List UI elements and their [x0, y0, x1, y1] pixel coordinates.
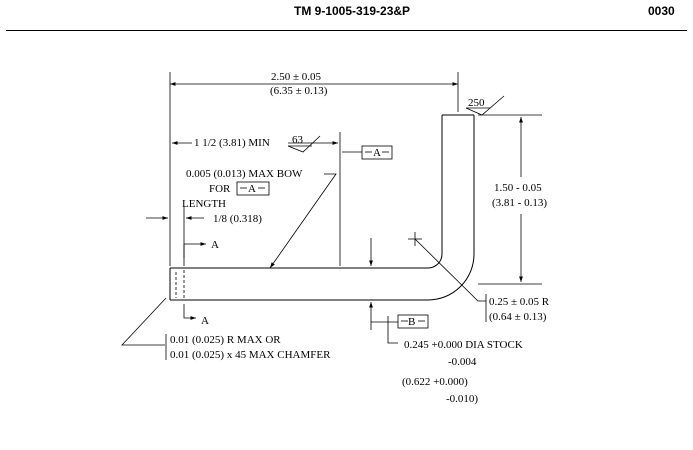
height-dimension: 1.50 - 0.05 (3.81 - 0.13): [478, 114, 547, 285]
stock-metric-label: (0.622 +0.000): [402, 376, 468, 388]
section-a-top-label: A: [211, 239, 219, 251]
radius-callout: 0.25 ± 0.05 R (0.64 ± 0.13): [408, 232, 550, 323]
finish-63-symbol: 63: [287, 134, 321, 153]
radius-metric-label: (0.64 ± 0.13): [489, 311, 547, 323]
max-bow-callout: 0.005 (0.013) MAX BOW FOR A LENGTH: [182, 168, 337, 269]
eighth-dimension: 1/8 (0.318): [146, 206, 262, 266]
header-rule: [6, 30, 687, 31]
overall-length-label: 2.50 ± 0.05: [271, 71, 322, 83]
eighth-label: 1/8 (0.318): [213, 213, 262, 225]
chamfer-label: 0.01 (0.025) x 45 MAX CHAMFER: [170, 349, 331, 361]
datum-b-stock-callout: B 0.245 +0.000 DIA STOCK -0.004 (0.622 +…: [369, 302, 523, 405]
section-a-bottom-label: A: [201, 315, 209, 327]
for-label: FOR: [209, 183, 231, 195]
overall-length-metric-label: (6.35 ± 0.13): [270, 85, 328, 97]
height-label: 1.50 - 0.05: [494, 182, 542, 194]
for-datum-label: A: [248, 183, 256, 195]
document-title: TM 9-1005-319-23&P: [294, 4, 411, 18]
height-metric-label: (3.81 - 0.13): [492, 197, 547, 209]
finish-250-label: 250: [468, 97, 485, 109]
min-length-dimension: 1 1/2 (3.81) MIN: [172, 132, 341, 266]
edge-radius-label: 0.01 (0.025) R MAX OR: [170, 334, 281, 346]
stock-dia-tol-label: -0.004: [448, 356, 477, 368]
page-number: 0030: [648, 4, 675, 18]
overall-length-dimension: 2.50 ± 0.05 (6.35 ± 0.13): [169, 71, 459, 266]
rod-outline: [169, 114, 475, 301]
stock-metric-tol-label: -0.010): [446, 393, 478, 405]
radius-label: 0.25 ± 0.05 R: [489, 296, 550, 308]
section-a-markers: A A: [183, 239, 219, 327]
stock-dia-label: 0.245 +0.000 DIA STOCK: [404, 339, 523, 351]
length-label: LENGTH: [182, 198, 226, 210]
chamfer-callout: 0.01 (0.025) R MAX OR 0.01 (0.025) x 45 …: [121, 297, 331, 361]
min-length-label: 1 1/2 (3.81) MIN: [194, 137, 270, 149]
datum-a-frame: A: [342, 145, 393, 160]
finish-250-symbol: 250: [465, 95, 505, 116]
datum-b-label: B: [408, 316, 415, 328]
datum-a-label: A: [373, 147, 381, 159]
max-bow-label: 0.005 (0.013) MAX BOW: [186, 168, 303, 180]
page-header: TM 9-1005-319-23&P 0030: [0, 0, 693, 32]
finish-63-label: 63: [292, 134, 304, 146]
